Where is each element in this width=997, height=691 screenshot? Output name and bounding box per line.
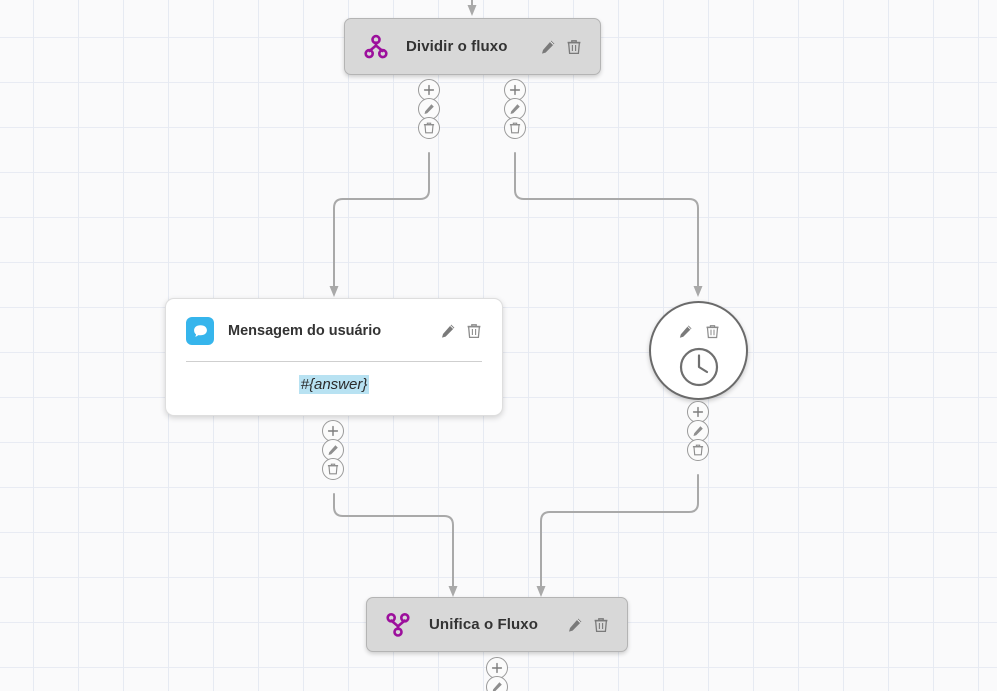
node-user-message-title: Mensagem do usuário — [228, 323, 382, 339]
node-merge-flow-actions — [550, 616, 609, 633]
edit-icon[interactable] — [539, 38, 556, 55]
edit-connection-icon[interactable] — [687, 420, 709, 442]
clock-icon — [678, 346, 720, 393]
chat-bubble-icon — [186, 317, 214, 345]
node-merge-flow[interactable]: Unifica o Fluxo — [366, 597, 628, 652]
delete-icon[interactable] — [592, 616, 609, 633]
edge-split-to-message — [329, 152, 430, 297]
port-stack-timer-out[interactable] — [687, 401, 709, 461]
node-user-message-actions — [423, 323, 482, 340]
card-divider — [186, 361, 482, 362]
node-split-flow[interactable]: Dividir o fluxo — [344, 18, 601, 75]
node-timer[interactable] — [649, 301, 748, 400]
edit-icon[interactable] — [439, 323, 456, 340]
delete-connection-icon[interactable] — [322, 458, 344, 480]
node-user-message-body: #{answer} — [166, 362, 502, 415]
delete-icon[interactable] — [465, 323, 482, 340]
port-stack-split-out-right[interactable] — [504, 79, 526, 139]
edit-icon[interactable] — [566, 616, 583, 633]
node-user-message-header: Mensagem do usuário — [166, 299, 502, 345]
delete-icon[interactable] — [565, 38, 582, 55]
split-flow-icon — [363, 34, 389, 60]
merge-flow-icon — [385, 612, 411, 638]
port-stack-message-out[interactable] — [322, 420, 344, 480]
node-user-message[interactable]: Mensagem do usuário — [165, 298, 503, 416]
edit-connection-icon[interactable] — [504, 98, 526, 120]
edit-connection-icon[interactable] — [418, 98, 440, 120]
edit-icon[interactable] — [677, 323, 694, 340]
edge-message-to-merge — [333, 493, 458, 597]
node-split-flow-title: Dividir o fluxo — [406, 38, 508, 55]
node-merge-flow-title: Unifica o Fluxo — [429, 616, 539, 633]
edit-connection-icon[interactable] — [486, 676, 508, 691]
add-node-icon[interactable] — [504, 79, 526, 101]
node-split-flow-actions — [523, 38, 582, 55]
delete-icon[interactable] — [704, 323, 721, 340]
answer-token: #{answer} — [298, 375, 370, 394]
delete-connection-icon[interactable] — [418, 117, 440, 139]
port-stack-merge-out[interactable] — [486, 657, 508, 691]
node-timer-actions — [677, 323, 721, 340]
delete-connection-icon[interactable] — [687, 439, 709, 461]
delete-connection-icon[interactable] — [504, 117, 526, 139]
edge-timer-to-merge — [536, 474, 699, 597]
port-stack-split-out-left[interactable] — [418, 79, 440, 139]
edge-split-to-timer — [514, 152, 703, 297]
